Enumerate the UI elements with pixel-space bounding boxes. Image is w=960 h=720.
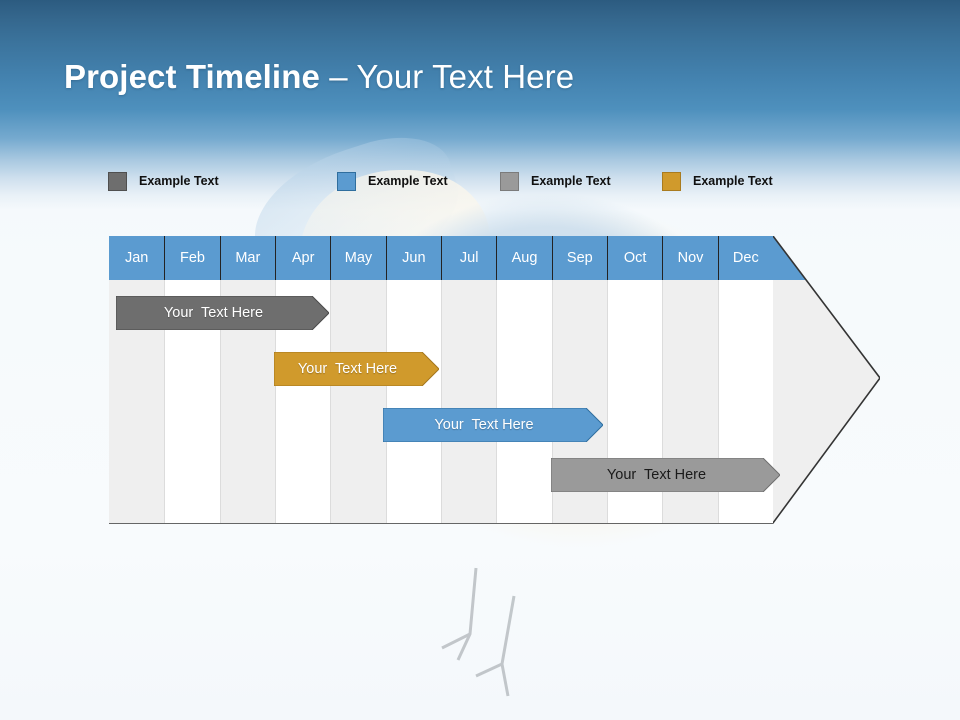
timeline-chart: Jan Feb Mar Apr May Jun [109, 236, 880, 526]
task-bar-4[interactable]: Your Text Here [551, 458, 780, 492]
month-column-mar[interactable]: Mar [219, 236, 275, 523]
legend-label-2: Example Text [368, 174, 448, 188]
month-body-apr [275, 280, 330, 523]
legend-label-3: Example Text [531, 174, 611, 188]
task-bar-2[interactable]: Your Text Here [274, 352, 439, 386]
month-header-may: May [330, 236, 386, 280]
month-body-aug [496, 280, 551, 523]
month-column-jul[interactable]: Jul [441, 236, 497, 523]
month-body-jun [385, 280, 441, 523]
month-column-feb[interactable]: Feb [164, 236, 220, 523]
month-body-sep [551, 280, 607, 523]
task-bar-2-shape-icon [274, 352, 439, 386]
legend-label-4: Example Text [693, 174, 773, 188]
month-header-mar: Mar [219, 236, 275, 280]
task-bar-4-label: Your Text Here [606, 467, 707, 483]
month-body-dec [717, 280, 773, 523]
month-header-nov: Nov [662, 236, 718, 280]
task-bar-1-label: Your Text Here [163, 305, 264, 321]
task-bar-3-shape-icon [383, 408, 603, 442]
legend-item-4[interactable]: Example Text [662, 168, 773, 194]
month-grid: Jan Feb Mar Apr May Jun [109, 236, 773, 523]
legend-swatch-icon-2 [337, 171, 356, 191]
month-header-dec: Dec [717, 236, 773, 280]
month-header-jul: Jul [441, 236, 497, 280]
legend-swatch-icon-4 [662, 171, 681, 191]
task-bar-4-shape-icon [551, 458, 780, 492]
month-header-jun: Jun [385, 236, 441, 280]
legend-swatch-icon-1 [108, 171, 127, 191]
task-bar-3-label: Your Text Here [434, 417, 534, 433]
task-bar-3[interactable]: Your Text Here [383, 408, 603, 442]
task-bar-1[interactable]: Your Text Here [116, 296, 329, 330]
month-body-nov [662, 280, 717, 523]
month-column-jan[interactable]: Jan [109, 236, 165, 523]
timeline-arrow-shape [109, 236, 880, 524]
month-header-oct: Oct [607, 236, 663, 280]
month-header-feb: Feb [164, 236, 220, 280]
legend-item-1[interactable]: Example Text [108, 168, 219, 194]
month-body-jul [441, 280, 496, 523]
month-header-apr: Apr [275, 236, 331, 280]
legend-swatch-icon-3 [500, 171, 519, 191]
month-body-may [330, 280, 385, 523]
month-body-oct [607, 280, 662, 523]
task-bar-1-shape-icon [116, 296, 329, 330]
month-header-sep: Sep [551, 236, 607, 280]
task-bar-2-label: Your Text Here [297, 361, 398, 377]
slide-title: Project Timeline – Your Text Here [64, 58, 574, 96]
month-column-aug[interactable]: Aug [496, 236, 552, 523]
slide-title-bold: Project Timeline [64, 58, 320, 95]
month-header-jan: Jan [109, 236, 165, 280]
slide-title-rest: – Your Text Here [319, 58, 575, 95]
legend: Example Text Example Text Example Text E… [108, 168, 908, 196]
month-header-aug: Aug [496, 236, 552, 280]
month-body-feb [164, 280, 219, 523]
legend-item-2[interactable]: Example Text [337, 168, 448, 194]
legend-label-1: Example Text [139, 174, 219, 188]
month-body-mar [219, 280, 275, 523]
legend-item-3[interactable]: Example Text [500, 168, 611, 194]
